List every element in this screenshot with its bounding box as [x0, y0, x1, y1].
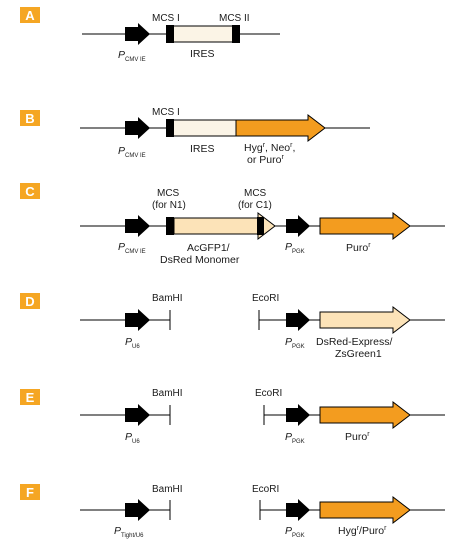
panel-f: F BamHI EcoRI PTight/U6 PPGK Hygr/Puror [20, 484, 445, 539]
marker-label-line2: or Puror [247, 154, 284, 166]
promoter-arrow-icon [125, 117, 150, 139]
pgk-promoter-arrow-icon [286, 499, 310, 521]
mcs-n1-label-line1: MCS [157, 188, 180, 199]
ires-box [169, 25, 237, 43]
promoter-label-main: P [118, 49, 125, 61]
pgk-promoter-label: PPGK [285, 525, 305, 539]
u6-promoter-label: PU6 [125, 336, 140, 350]
pgk-promoter-arrow-icon [286, 215, 310, 237]
panel-d: D BamHI EcoRI PU6 PPGK DsRed-Express/ Zs… [20, 293, 445, 360]
ires-label: IRES [190, 48, 215, 60]
promoter-label: PCMV IE [118, 49, 146, 63]
panel-e: E BamHI EcoRI PU6 PPGK Puror [20, 388, 445, 445]
pgk-promoter-label: PPGK [285, 431, 305, 445]
mcs-c1-label-line1: MCS [244, 188, 267, 199]
reporter-label-line1: DsRed-Express/ [316, 336, 393, 348]
u6-promoter-label: PU6 [125, 431, 140, 445]
panel-c-badge-label: C [25, 184, 35, 199]
panel-d-badge [20, 293, 40, 309]
promoter-arrow-icon [125, 215, 150, 237]
ecori-label: EcoRI [252, 484, 279, 495]
bamhi-label: BamHI [152, 293, 183, 304]
mcs-c1-block [257, 217, 264, 235]
mcs-ii-block [232, 25, 240, 43]
puro-label: Puror [346, 242, 371, 254]
ires-label: IRES [190, 143, 215, 155]
pgk-promoter-arrow-icon [286, 404, 310, 426]
hyg-puro-marker-arrow [319, 495, 411, 525]
resistance-marker-arrow [235, 113, 326, 143]
gene-label-line1: AcGFP1/ [187, 242, 230, 254]
tight-u6-promoter-label: PTight/U6 [114, 525, 144, 539]
u6-promoter-arrow-icon [125, 309, 150, 331]
panel-a: A MCS I MCS II IRES PCMV IE [20, 7, 280, 63]
promoter-label: PCMV IE [118, 145, 146, 159]
mcs-ii-label: MCS II [219, 13, 250, 24]
pgk-promoter-label: PPGK [285, 241, 305, 255]
panel-d-badge-label: D [25, 294, 34, 309]
reporter-label-line2: ZsGreen1 [335, 348, 382, 360]
puro-marker-arrow [319, 400, 411, 430]
puro-marker-arrow [319, 211, 411, 241]
mcs-c1-label-line2: (for C1) [238, 200, 272, 211]
ecori-label: EcoRI [252, 293, 279, 304]
mcs-i-label: MCS I [152, 13, 180, 24]
panel-e-badge-label: E [26, 390, 35, 405]
panel-e-badge [20, 389, 40, 405]
reporter-arrow [319, 305, 411, 335]
hyg-puro-label: Hygr/Puror [338, 525, 387, 537]
panel-c: C MCS (for N1) MCS (for C1) PCMV IE AcGF… [20, 183, 445, 266]
panel-f-badge [20, 484, 40, 500]
panel-b: B MCS I IRES PCMV IE Hygr, Neor, or Puro… [20, 107, 370, 166]
tight-u6-promoter-arrow-icon [125, 499, 150, 521]
mcs-i-block [166, 25, 174, 43]
gene-label-line2: DsRed Monomer [160, 254, 240, 266]
pgk-promoter-arrow-icon [286, 309, 310, 331]
ecori-label: EcoRI [255, 388, 282, 399]
promoter-label-sub: CMV IE [125, 57, 146, 63]
pgk-promoter-label: PPGK [285, 336, 305, 350]
panel-c-badge [20, 183, 40, 199]
mcs-i-block [166, 119, 174, 137]
panel-b-badge [20, 110, 40, 126]
panel-a-badge-label: A [25, 8, 35, 23]
u6-promoter-arrow-icon [125, 404, 150, 426]
promoter-arrow-icon [125, 23, 150, 45]
promoter-label: PCMV IE [118, 241, 146, 255]
panel-a-badge [20, 7, 40, 23]
mcs-n1-label-line2: (for N1) [152, 200, 186, 211]
panel-b-badge-label: B [25, 111, 34, 126]
puro-label: Puror [345, 431, 370, 443]
bamhi-label: BamHI [152, 484, 183, 495]
marker-label-line1: Hygr, Neor, [244, 142, 295, 154]
mcs-i-label: MCS I [152, 107, 180, 118]
bamhi-label: BamHI [152, 388, 183, 399]
promoter-label-sub: CMV IE [125, 153, 146, 159]
ires-box [169, 119, 237, 137]
promoter-label-main: P [118, 145, 125, 157]
panel-f-badge-label: F [26, 485, 34, 500]
mcs-n1-block [166, 217, 174, 235]
